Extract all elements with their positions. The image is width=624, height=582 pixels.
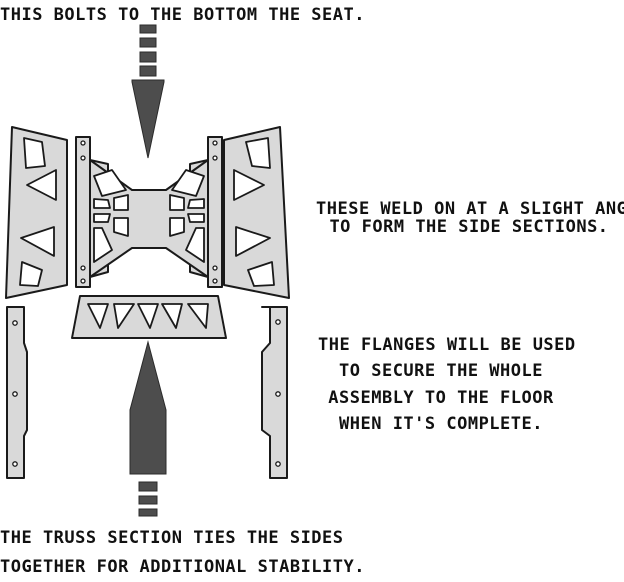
right-side-panel	[223, 126, 290, 299]
caption-flanges-line3: ASSEMBLY TO THE FLOOR	[328, 387, 554, 408]
caption-seat-plate-text: THIS BOLTS TO THE BOTTOM THE SEAT.	[0, 5, 365, 25]
caption-flanges-line1: THE FLANGES WILL BE USED	[318, 335, 576, 355]
right-flange	[261, 306, 288, 479]
caption-flanges-line2: TO SECURE THE WHOLE	[339, 361, 543, 382]
down-arrow-icon	[131, 24, 165, 159]
caption-side-panels-line2: TO FORM THE SIDE SECTIONS.	[329, 217, 609, 238]
caption-side-panels: THESE WELD ON AT A SLIGHT ANGLE TO FORM …	[316, 199, 624, 238]
left-flange	[6, 306, 28, 479]
caption-flanges-line4: WHEN IT'S COMPLETE.	[339, 414, 543, 435]
caption-side-panels-line1: THESE WELD ON AT A SLIGHT ANGLE	[316, 199, 624, 219]
up-arrow-icon	[129, 340, 167, 517]
caption-truss-line2: TOGETHER FOR ADDITIONAL STABILITY.	[0, 556, 365, 577]
caption-flanges: THE FLANGES WILL BE USED TO SECURE THE W…	[318, 332, 576, 437]
seat-plate	[89, 159, 209, 278]
left-side-panel	[5, 126, 68, 299]
caption-truss: THE TRUSS SECTION TIES THE SIDES TOGETHE…	[0, 524, 365, 582]
truss-section	[71, 295, 227, 339]
caption-truss-line1: THE TRUSS SECTION TIES THE SIDES	[0, 528, 344, 548]
caption-seat-plate: THIS BOLTS TO THE BOTTOM THE SEAT.	[0, 5, 365, 25]
